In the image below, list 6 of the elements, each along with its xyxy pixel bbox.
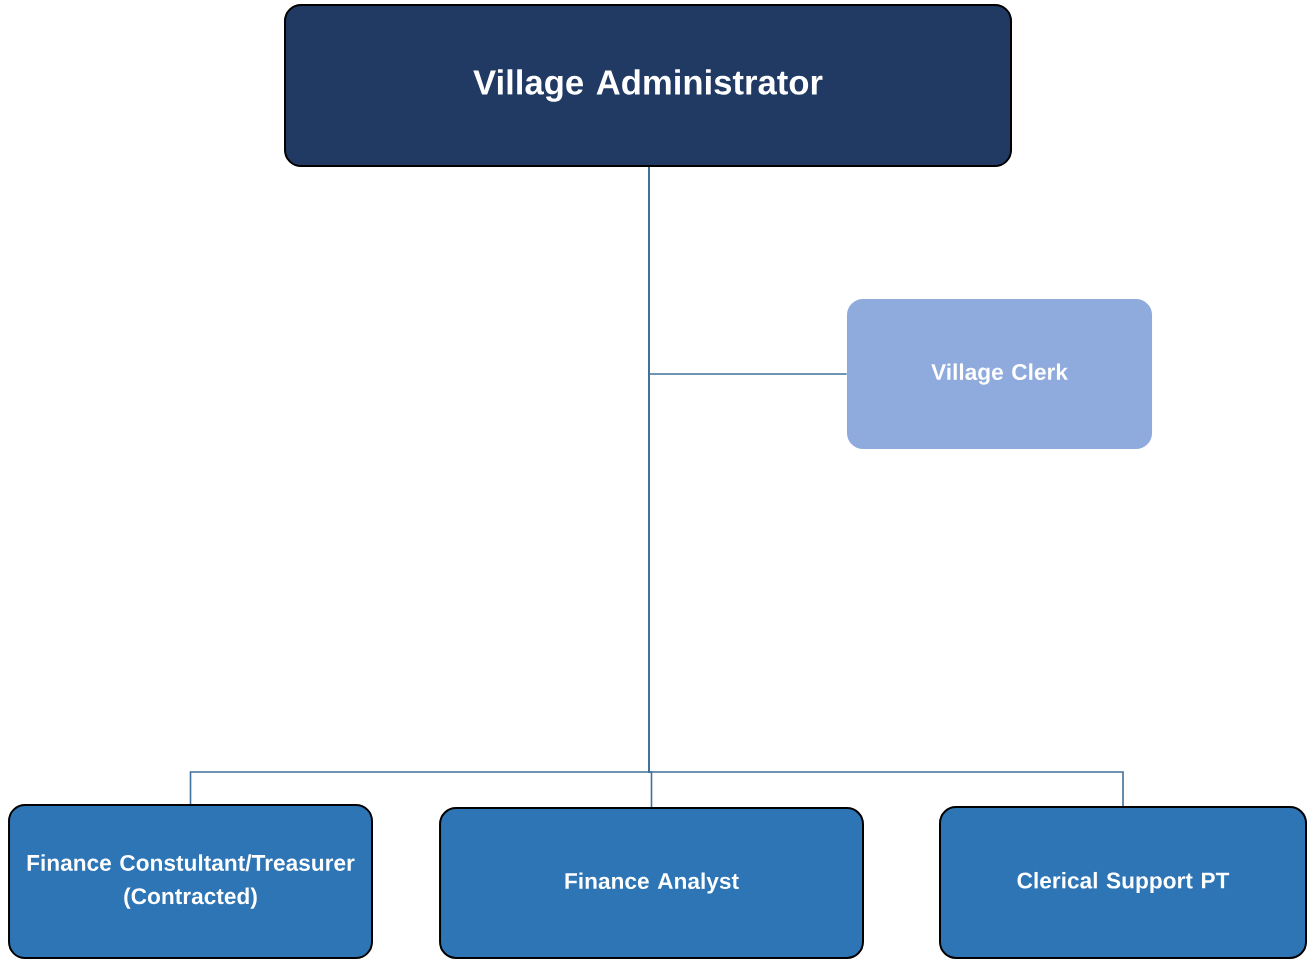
role-box: Finance Constultant/Treasurer (Contracted) xyxy=(8,804,373,960)
role-box: Finance Analyst xyxy=(439,807,864,959)
title-box: Village Administrator xyxy=(284,3,1012,168)
role-box: Village Clerk xyxy=(847,299,1153,449)
connector-line xyxy=(648,166,1124,807)
role-box: Clerical Support PT xyxy=(939,806,1307,959)
